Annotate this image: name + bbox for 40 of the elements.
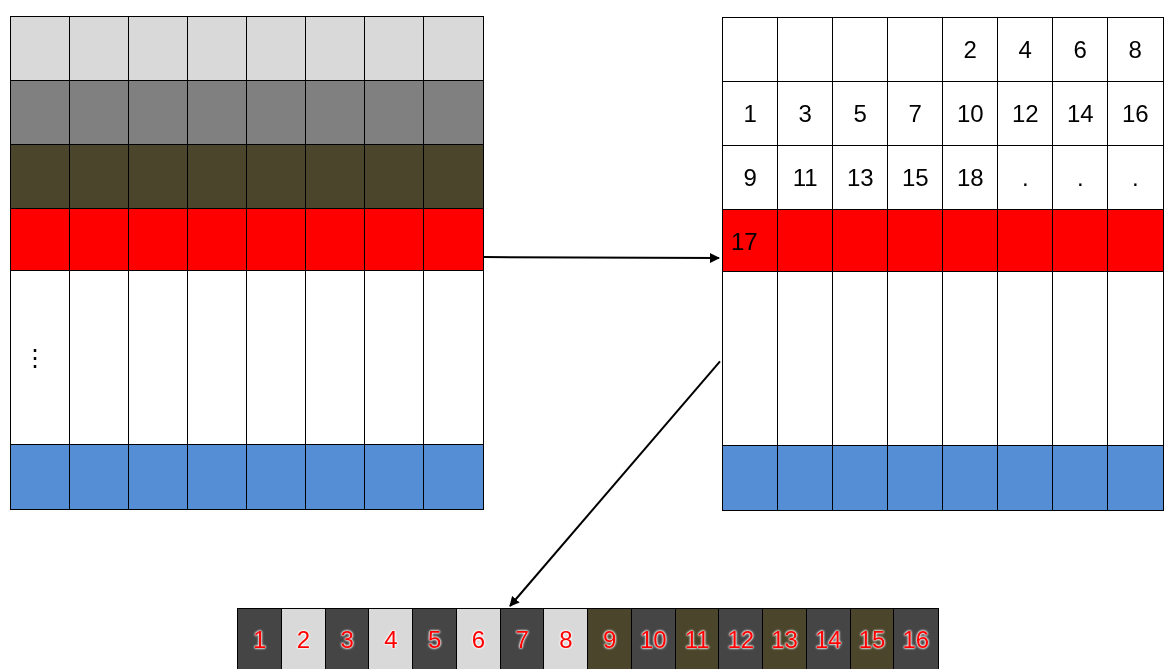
grid-cell: 14 bbox=[805, 608, 851, 669]
grid-cell: 4 bbox=[368, 608, 414, 669]
grid-cell: 11 bbox=[777, 145, 834, 211]
arrow bbox=[509, 360, 721, 607]
grid-cell: 18 bbox=[942, 145, 999, 211]
grid-cell: 8 bbox=[1107, 17, 1164, 83]
grid-cell: 8 bbox=[543, 608, 589, 669]
grid-cell: 12 bbox=[997, 81, 1054, 147]
grid-cell: 6 bbox=[455, 608, 501, 669]
grid-cell: 7 bbox=[887, 81, 944, 147]
grid-cell: 16 bbox=[1107, 81, 1164, 147]
grid-cell: 6 bbox=[1052, 17, 1109, 83]
grid-cell: . bbox=[1107, 145, 1164, 211]
grid-cell: 13 bbox=[832, 145, 889, 211]
grid-cell: . bbox=[997, 145, 1054, 211]
grid-cell: 15 bbox=[887, 145, 944, 211]
grid-cell: 15 bbox=[849, 608, 895, 669]
grid-cell: 9 bbox=[722, 145, 779, 211]
grid-cell: 14 bbox=[1052, 81, 1109, 147]
grid-cell: 3 bbox=[324, 608, 370, 669]
grid-cell: 5 bbox=[832, 81, 889, 147]
grid-cell: 12 bbox=[718, 608, 764, 669]
grid-cell: 2 bbox=[942, 17, 999, 83]
grid-cell: 10 bbox=[630, 608, 676, 669]
grid-cell: 17 bbox=[722, 209, 779, 273]
grid-cell: 4 bbox=[997, 17, 1054, 83]
grid-cell: . bbox=[1052, 145, 1109, 211]
grid-cell: 5 bbox=[412, 608, 458, 669]
grid-cell: 1 bbox=[237, 608, 283, 669]
grid-cell: 2 bbox=[280, 608, 326, 669]
grid-cell: ⋮ bbox=[10, 270, 71, 446]
grid-cell: 10 bbox=[942, 81, 999, 147]
grid-cell: 13 bbox=[762, 608, 808, 669]
grid-cell: 3 bbox=[777, 81, 834, 147]
arrow bbox=[483, 253, 720, 264]
grid-cell: 16 bbox=[893, 608, 939, 669]
grid-cell: 9 bbox=[587, 608, 633, 669]
grid-cell: 7 bbox=[499, 608, 545, 669]
grid-cell: 11 bbox=[674, 608, 720, 669]
grid-cell: 1 bbox=[722, 81, 779, 147]
